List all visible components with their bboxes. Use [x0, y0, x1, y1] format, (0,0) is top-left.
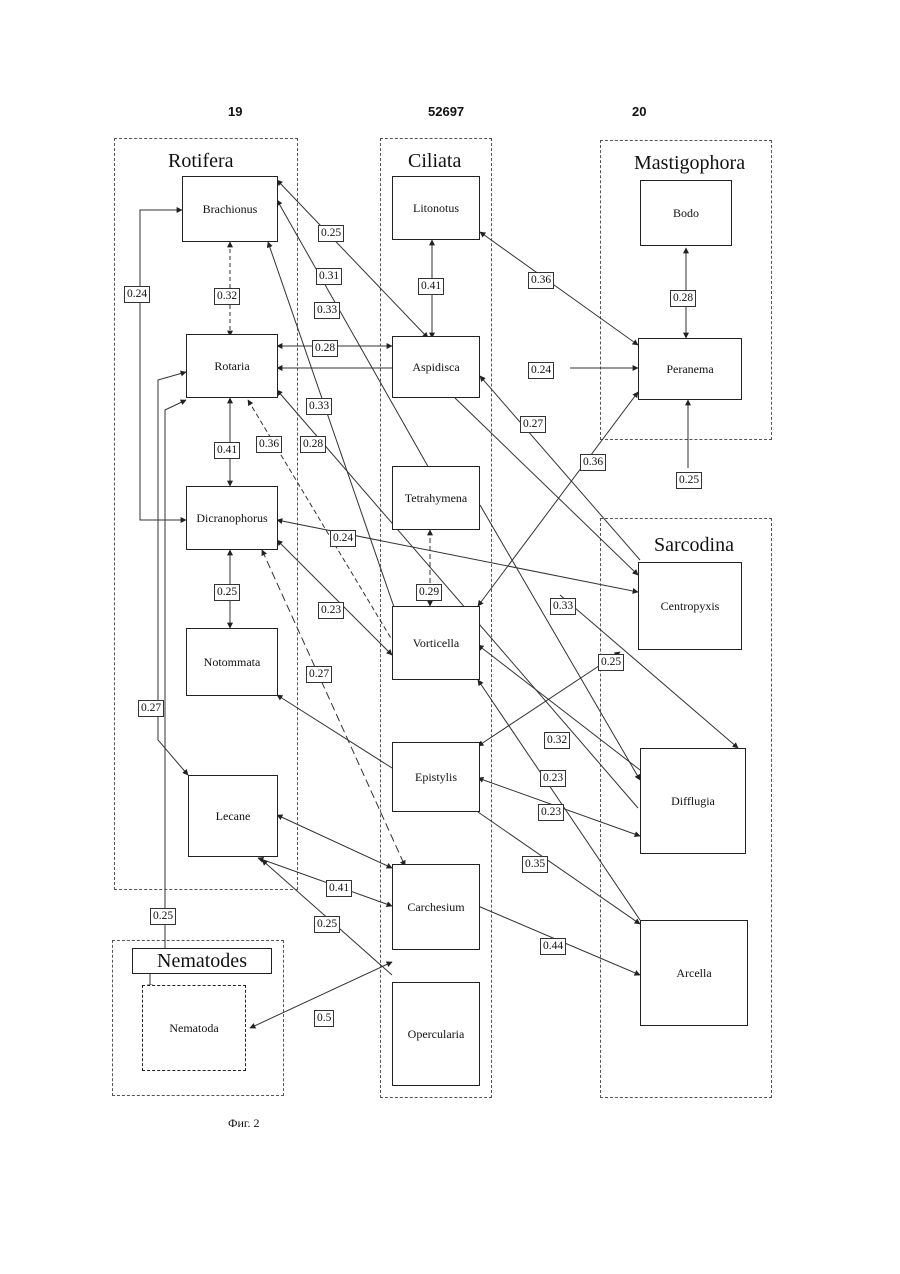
edge-label: 0.28 [312, 340, 338, 357]
edge-label: 0.27 [306, 666, 332, 683]
edge-label: 0.24 [330, 530, 356, 547]
edge-label: 0.32 [214, 288, 240, 305]
edge-label: 0.41 [418, 278, 444, 295]
edge-label: 0.32 [544, 732, 570, 749]
edge-label: 0.25 [318, 225, 344, 242]
edge-label: 0.33 [306, 398, 332, 415]
edge-label: 0.36 [580, 454, 606, 471]
edge-brachionus-vorticella [268, 242, 395, 610]
node-vorticella: Vorticella [392, 606, 480, 680]
node-peranema: Peranema [638, 338, 742, 400]
edge-label: 0.41 [326, 880, 352, 897]
edge-notommata-epistylis [277, 695, 392, 768]
node-rotaria: Rotaria [186, 334, 278, 398]
node-arcella: Arcella [640, 920, 748, 1026]
edge-label: 0.27 [138, 700, 164, 717]
edge-label: 0.5 [314, 1010, 334, 1027]
node-nematoda: Nematoda [142, 985, 246, 1071]
edge-label: 0.25 [676, 472, 702, 489]
figure-caption: Фиг. 2 [228, 1116, 259, 1131]
node-brachionus: Brachionus [182, 176, 278, 242]
edge-label: 0.25 [150, 908, 176, 925]
edge-label: 0.25 [214, 584, 240, 601]
edge-label: 0.44 [540, 938, 566, 955]
edge-label: 0.23 [538, 804, 564, 821]
edge-lecane-carchesium [277, 815, 392, 868]
node-bodo: Bodo [640, 180, 732, 246]
edge-label: 0.36 [256, 436, 282, 453]
node-aspidisca: Aspidisca [392, 336, 480, 398]
edge-lecane-carchesium-2 [258, 858, 392, 906]
edge-label: 0.28 [670, 290, 696, 307]
edge-label: 0.25 [598, 654, 624, 671]
edge-label: 0.36 [528, 272, 554, 289]
node-dicranophorus: Dicranophorus [186, 486, 278, 550]
edge-label: 0.27 [520, 416, 546, 433]
edge-label: 0.25 [314, 916, 340, 933]
edge-label: 0.23 [540, 770, 566, 787]
edge-label: 0.35 [522, 856, 548, 873]
node-opercularia: Opercularia [392, 982, 480, 1086]
edge-aspidisca-difflugia [480, 376, 640, 560]
edge-aspidisca-centropyxis [455, 398, 638, 575]
node-lecane: Lecane [188, 775, 278, 857]
edge-epistylis-arcella [478, 812, 640, 924]
edge-label: 0.23 [318, 602, 344, 619]
edge-label: 0.24 [528, 362, 554, 379]
edge-label: 0.29 [416, 584, 442, 601]
node-tetrahymena: Tetrahymena [392, 466, 480, 530]
edge-dicranophorus-vorticella [277, 540, 392, 655]
edge-litonotus-peranema [480, 232, 638, 345]
edge-dicranophorus-carchesium [262, 550, 405, 866]
node-centropyxis: Centropyxis [638, 562, 742, 650]
edge-label: 0.41 [214, 442, 240, 459]
edge-label: 0.31 [316, 268, 342, 285]
edge-label: 0.24 [124, 286, 150, 303]
edge-label: 0.28 [300, 436, 326, 453]
edge-peranema-vorticella [478, 392, 638, 606]
node-litonotus: Litonotus [392, 176, 480, 240]
edge-label: 0.33 [314, 302, 340, 319]
edge-label: 0.33 [550, 598, 576, 615]
node-epistylis: Epistylis [392, 742, 480, 812]
node-carchesium: Carchesium [392, 864, 480, 950]
edge-brachionus-dicranophorus [140, 210, 186, 520]
node-difflugia: Difflugia [640, 748, 746, 854]
node-notommata: Notommata [186, 628, 278, 696]
edge-rotaria-nematoda [165, 400, 186, 900]
